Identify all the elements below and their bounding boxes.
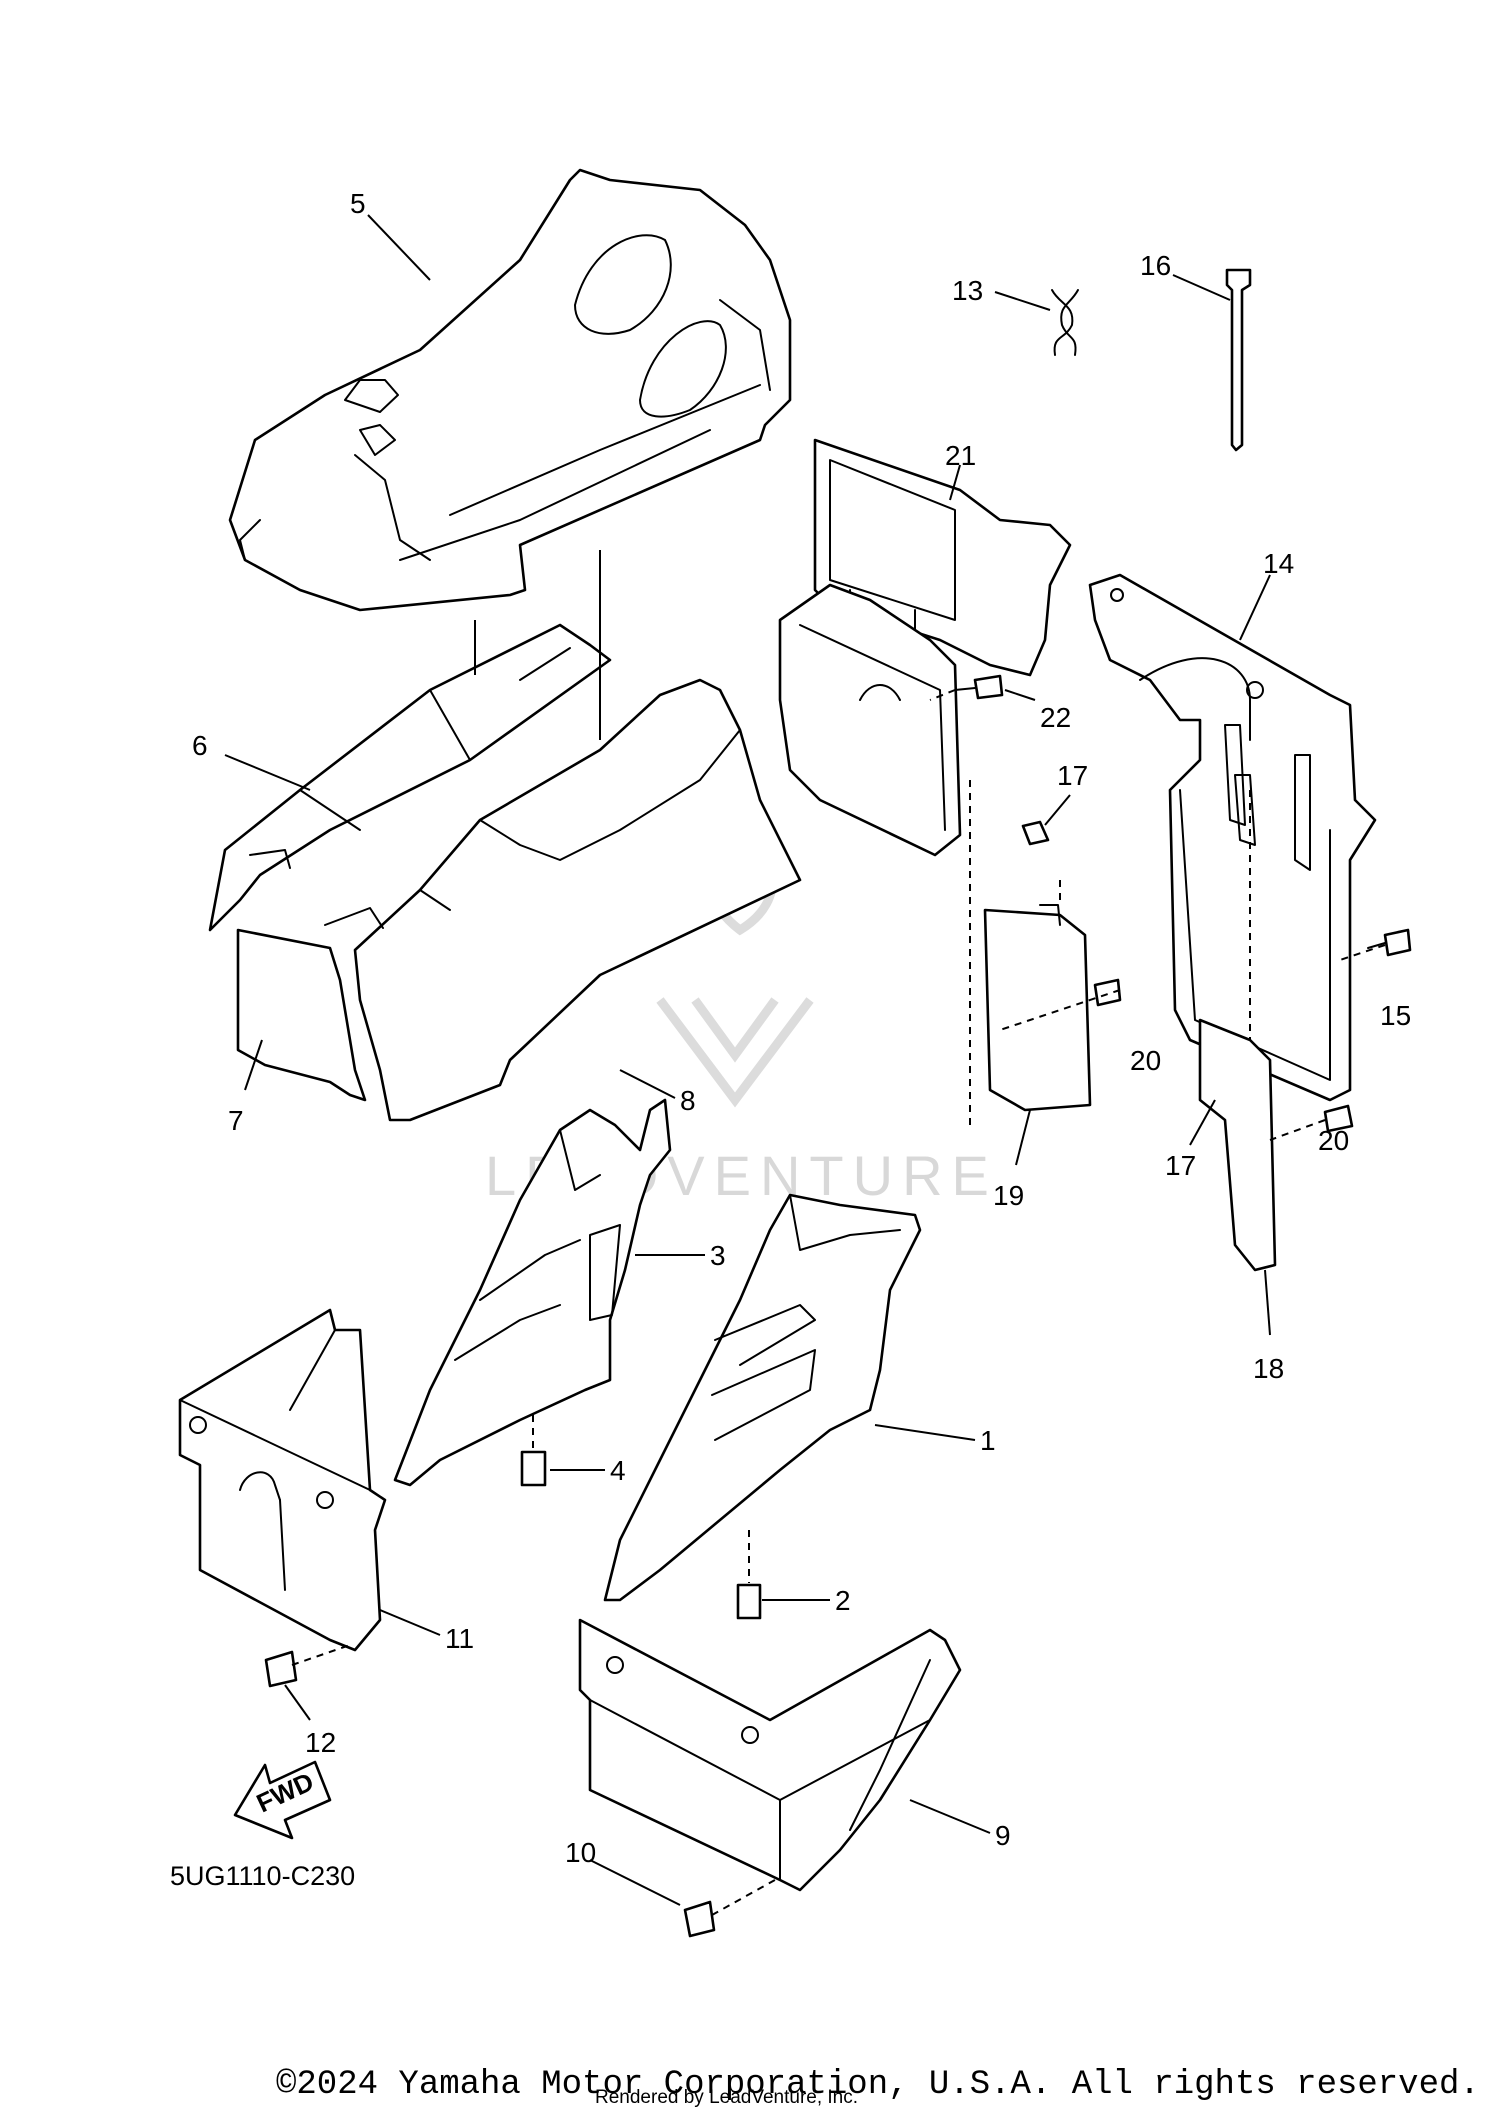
callout-18: 18: [1253, 1353, 1284, 1384]
callout-4: 4: [610, 1455, 626, 1486]
part-13-clip[interactable]: [1051, 289, 1079, 356]
callout-19: 19: [993, 1180, 1024, 1211]
part-19[interactable]: [983, 904, 1092, 1112]
part-21-bracket[interactable]: [778, 583, 962, 857]
callout-14: 14: [1263, 548, 1294, 579]
callout-7: 7: [228, 1105, 244, 1136]
part-9[interactable]: [578, 1618, 962, 1892]
callout-13: 13: [952, 275, 983, 306]
part-2-pin[interactable]: [736, 1583, 762, 1620]
rendered-by-text: Rendered by LeadVenture, Inc.: [595, 2087, 858, 2108]
callout-21: 21: [945, 440, 976, 471]
part-10-pin[interactable]: [683, 1900, 716, 1938]
callout-20-upper: 20: [1130, 1045, 1161, 1076]
part-1[interactable]: [603, 1193, 922, 1602]
callout-2: 2: [835, 1585, 851, 1616]
callout-22: 22: [1040, 702, 1071, 733]
part-7[interactable]: [236, 928, 367, 1102]
part-6[interactable]: [208, 623, 612, 932]
callout-6: 6: [192, 730, 208, 761]
part-16-tie[interactable]: [1225, 268, 1252, 452]
callout-5: 5: [350, 188, 366, 219]
part-20-screw-upper[interactable]: [1093, 978, 1122, 1007]
part-4-pin[interactable]: [520, 1450, 547, 1487]
fwd-arrow: FWD: [233, 1760, 332, 1840]
callout-16: 16: [1140, 250, 1171, 281]
part-22-screw[interactable]: [944, 674, 1004, 700]
part-14[interactable]: [1088, 573, 1377, 1102]
part-17-clip-upper[interactable]: [1021, 820, 1050, 846]
callout-12: 12: [305, 1727, 336, 1758]
copyright-text: ©2024 Yamaha Motor Corporation, U.S.A. A…: [276, 2066, 1480, 2104]
callout-8: 8: [680, 1085, 696, 1116]
part-12-pin[interactable]: [264, 1650, 298, 1688]
callout-17-upper: 17: [1057, 760, 1088, 791]
callout-1: 1: [980, 1425, 996, 1456]
callout-leaders: [224, 214, 1271, 1906]
part-18[interactable]: [1198, 1018, 1277, 1272]
callout-11: 11: [445, 1623, 474, 1654]
part-8[interactable]: [324, 678, 802, 1122]
assembly-lines: [291, 550, 1386, 1916]
part-5-top-cover[interactable]: [228, 168, 792, 612]
callout-10: 10: [565, 1837, 596, 1868]
callout-17-lower: 17: [1165, 1150, 1196, 1181]
diagram-code: 5UG1110-C230: [170, 1861, 355, 1891]
callout-15: 15: [1380, 1000, 1411, 1031]
callout-20-lower: 20: [1318, 1125, 1349, 1156]
part-20-screw-lower[interactable]: [1323, 1104, 1354, 1133]
part-3[interactable]: [393, 1098, 672, 1487]
part-15-screw[interactable]: [1367, 928, 1412, 957]
callout-9: 9: [995, 1820, 1011, 1851]
callout-labels: 5 6 7 8 3 4 1 2 11 12 9 10 13 16 21 22 1…: [192, 188, 1411, 1868]
part-11[interactable]: [178, 1308, 387, 1652]
callout-3: 3: [710, 1240, 726, 1271]
